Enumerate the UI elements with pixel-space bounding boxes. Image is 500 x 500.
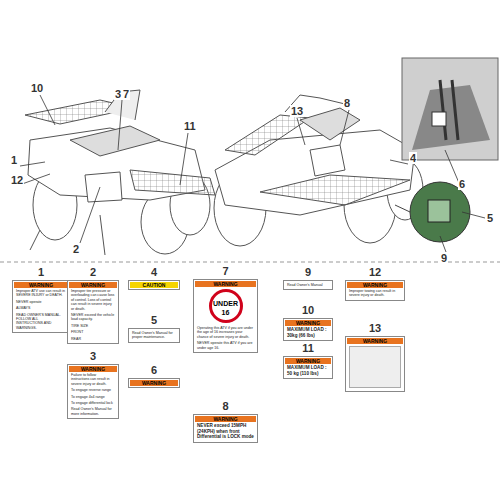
callout-number: 5 [128, 314, 180, 326]
decal-text: Improper ATV use can result in SEVERE IN… [14, 288, 68, 299]
decal-text: REAR [69, 336, 117, 342]
callout-number: 1 [10, 154, 18, 166]
decal-label: WARNINGFailure to follow instructions ca… [67, 364, 119, 419]
decal-text: NEVER operate [14, 299, 68, 305]
callout-number: 8 [193, 400, 258, 412]
decal-text: Operating this ATV if you are under the … [195, 325, 256, 340]
decal-label: CAUTION [128, 280, 180, 290]
callout-number: 1 [12, 266, 70, 278]
callout-number: 10 [283, 304, 333, 316]
decal-label: WARNING [128, 378, 180, 388]
decal-text: To engage reverse range [69, 387, 117, 393]
decal-header: WARNING [69, 366, 117, 372]
decal-header: WARNING [195, 281, 256, 287]
decal-header: WARNING [347, 282, 403, 288]
callout-number: 7 [193, 265, 258, 277]
decal-group: 13WARNING [345, 322, 405, 392]
decal-group: 12WARNINGImproper towing can result in s… [345, 266, 405, 301]
decal-text: To engage differential lock [69, 400, 117, 406]
decal-label: WARNINGMAXIMUM LOAD : 30kg (66 lbs) [283, 318, 333, 341]
decal-header: WARNING [69, 282, 117, 288]
callout-number: 13 [290, 105, 304, 117]
decal-group: 6WARNING [128, 364, 180, 388]
decal-text: NEVER exceed 15MPH (24KPH) when front Di… [195, 422, 256, 441]
decal-text: ALWAYS [14, 305, 68, 311]
callout-number: 13 [345, 322, 405, 334]
decal-text: To engage 4x4 range [69, 394, 117, 400]
decal-label: Read Owner's Manual [283, 280, 333, 290]
decal-text: Improper towing can result in severe inj… [347, 288, 403, 299]
decal-header: WARNING [14, 282, 68, 288]
callout-number: 3 [67, 350, 119, 362]
callout-number: 5 [486, 212, 494, 224]
decal-header: CAUTION [130, 282, 178, 288]
callout-number: 2 [72, 243, 80, 255]
callout-number: 9 [283, 266, 333, 278]
decal-text: MAXIMUM LOAD : 30kg (66 lbs) [285, 326, 331, 339]
callout-number: 9 [440, 252, 448, 264]
decal-group: 1WARNINGImproper ATV use can result in S… [12, 266, 70, 333]
callout-number: 4 [409, 152, 417, 164]
callout-number: 8 [343, 97, 351, 109]
decal-label: WARNINGMAXIMUM LOAD : 50 kg (110 lbs) [283, 356, 333, 379]
decal-group: 10WARNINGMAXIMUM LOAD : 30kg (66 lbs) [283, 304, 333, 341]
decal-label: Read Owner's Manual for proper maintenan… [128, 328, 180, 343]
decal-group: 5Read Owner's Manual for proper maintena… [128, 314, 180, 343]
decal-group: 8WARNINGNEVER exceed 15MPH (24KPH) when … [193, 400, 258, 443]
callout-number: 11 [183, 120, 197, 132]
decal-group: 7WARNING UNDER 16 Operating this ATV if yo… [193, 265, 258, 353]
decal-label: WARNING UNDER 16 Operating this ATV if you… [193, 279, 258, 353]
decal-group: 2WARNINGImproper tire pressure or overlo… [67, 266, 119, 344]
decal-header: WARNING [195, 416, 256, 422]
decal-header: WARNING [347, 338, 403, 344]
decal-text: Improper tire pressure or overloading ca… [69, 288, 117, 312]
callout-number: 12 [10, 174, 24, 186]
callout-number: 11 [283, 342, 333, 354]
decal-text: Read Owner's Manual for more information… [69, 406, 117, 417]
callout-number: 6 [458, 178, 466, 190]
decal-label: WARNINGImproper tire pressure or overloa… [67, 280, 119, 344]
decal-group: 9Read Owner's Manual [283, 266, 333, 290]
callout-number: 7 [122, 88, 130, 100]
decal-group: 11WARNINGMAXIMUM LOAD : 50 kg (110 lbs) [283, 342, 333, 379]
decal-text: TIRE SIZE [69, 323, 117, 329]
decal-text: Read Owner's Manual for proper maintenan… [130, 330, 178, 341]
decal-label: WARNINGNEVER exceed 15MPH (24KPH) when f… [193, 414, 258, 443]
decal-header: WARNING [285, 358, 331, 364]
callout-number: 12 [345, 266, 405, 278]
decal-header: WARNING [285, 320, 331, 326]
decal-text: Read Owner's Manual [285, 282, 331, 288]
decal-text: MAXIMUM LOAD : 50 kg (110 lbs) [285, 364, 331, 377]
decal-group: 3WARNINGFailure to follow instructions c… [67, 350, 119, 419]
decal-header: WARNING [130, 380, 178, 386]
age-sign: UNDER 16 [209, 289, 243, 323]
callout-number: 4 [128, 266, 180, 278]
callout-number: 6 [128, 364, 180, 376]
decal-text: READ OWNER'S MANUAL. FOLLOW ALL INSTRUCT… [14, 312, 68, 332]
decal-group: 4CAUTION [128, 266, 180, 290]
decal-picture [349, 346, 401, 388]
decal-text: NEVER exceed the vehicle load capacity. [69, 312, 117, 323]
callout-number: 2 [67, 266, 119, 278]
decal-label: WARNINGImproper ATV use can result in SE… [12, 280, 70, 333]
decal-label: WARNING [345, 336, 405, 392]
callout-number: 3 [114, 88, 122, 100]
decal-text: NEVER operate this ATV if you are under … [195, 340, 256, 351]
decal-text: Failure to follow instructions can resul… [69, 372, 117, 387]
decal-label: WARNINGImproper towing can result in sev… [345, 280, 405, 301]
decal-text: FRONT [69, 329, 117, 335]
callout-number: 10 [30, 82, 44, 94]
